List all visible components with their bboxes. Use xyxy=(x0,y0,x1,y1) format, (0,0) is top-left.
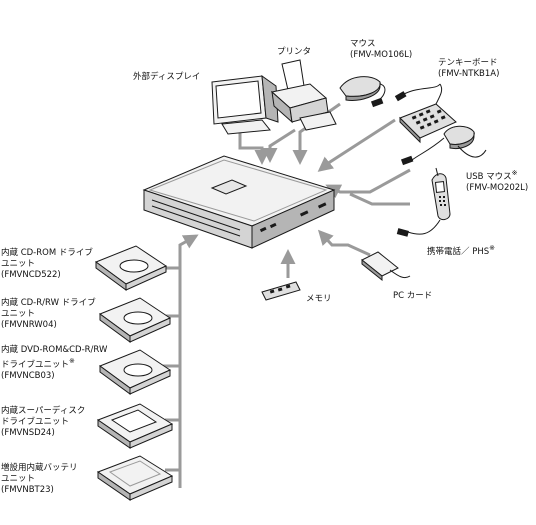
mouse-name-text: マウス xyxy=(350,39,376,49)
connector-phone-branch xyxy=(349,192,410,206)
drive-battery-line2: ユニット xyxy=(1,474,36,484)
external-display-icon xyxy=(211,74,279,135)
drive-cdrom-line2: ユニット xyxy=(1,259,36,269)
drive-dvd-line3: (FMVNCB03) xyxy=(1,370,55,381)
mouse-icon xyxy=(339,76,386,108)
drive-battery-line1: 増設用内蔵バッテリ xyxy=(1,463,78,473)
drive-cdrw-line1: 内蔵 CD-R/RW ドライブ xyxy=(1,298,96,308)
drive-superdisk-line2: ドライブユニット xyxy=(1,417,70,427)
phone-line: 携帯電話／ PHS※ xyxy=(427,243,495,258)
pc-card-icon xyxy=(361,251,411,282)
label-tenkey: テンキーボード (FMV-NTKB1A) xyxy=(438,58,499,80)
drive-cdrw-line3: (FMVNRW04) xyxy=(1,320,57,330)
label-phone: 携帯電話／ PHS※ xyxy=(427,243,495,258)
connector-tenkey xyxy=(317,118,396,172)
connector-usb-phone xyxy=(325,168,411,199)
label-drive-cdrw: 内蔵 CD-R/RW ドライブ ユニット (FMVNRW04) xyxy=(1,298,96,331)
usb-mouse-model-text: (FMV-MO202L) xyxy=(466,182,529,193)
drive-battery-line3: (FMVNBT23) xyxy=(1,485,54,495)
drive-unit-cdrom xyxy=(94,245,168,291)
connector-printer xyxy=(262,128,296,163)
drive-unit-dvd xyxy=(98,349,172,395)
memory-icon xyxy=(261,281,301,301)
drive-cdrw-line2: ユニット xyxy=(1,309,36,319)
drive-dvd-line2-wrap: ドライブユニット※ xyxy=(1,356,107,371)
drive-unit-cdrw xyxy=(98,297,172,343)
phone-icon xyxy=(396,167,451,237)
drive-dvd-line1: 内蔵 DVD-ROM&CD-R/RW xyxy=(1,345,108,355)
drive-superdisk-line3: (FMVNSD24) xyxy=(1,428,55,438)
printer-text: プリンタ xyxy=(277,47,312,57)
drive-unit-superdisk xyxy=(96,403,174,449)
label-drive-superdisk: 内蔵スーパーディスク ドライブユニット (FMVNSD24) xyxy=(1,406,85,439)
connector-lines xyxy=(155,102,411,488)
label-external-display: 外部ディスプレイ xyxy=(133,72,200,83)
usb-mouse-name-text: USB マウス xyxy=(466,171,512,182)
label-pc-card: PC カード xyxy=(393,291,432,302)
drive-superdisk-line1: 内蔵スーパーディスク xyxy=(1,406,86,416)
tenkey-name-text: テンキーボード xyxy=(438,58,498,68)
drive-cdrom-line1: 内蔵 CD-ROM ドライブ xyxy=(1,248,93,258)
external-display-text: 外部ディスプレイ xyxy=(133,72,201,82)
memory-text: メモリ xyxy=(306,294,332,304)
drive-unit-battery xyxy=(96,455,174,501)
label-usb-mouse: USB マウス※ (FMV-MO202L) xyxy=(466,168,528,194)
drive-dvd-line2: ドライブユニット xyxy=(1,359,70,370)
laptop-icon xyxy=(142,155,336,249)
pc-card-text: PC カード xyxy=(393,291,433,301)
tenkey-model-text: (FMV-NTKB1A) xyxy=(438,69,500,79)
phone-note-mark: ※ xyxy=(489,244,495,252)
label-drive-battery: 増設用内蔵バッテリ ユニット (FMVNBT23) xyxy=(1,463,78,496)
drive-dvd-note-mark: ※ xyxy=(69,357,75,365)
label-mouse: マウス (FMV-MO106L) xyxy=(350,39,412,61)
usb-mouse-icon xyxy=(400,125,487,166)
label-printer: プリンタ xyxy=(277,47,311,58)
connector-drive-trunk xyxy=(178,234,199,488)
printer-icon xyxy=(270,59,337,131)
drive-cdrom-line3: (FMVNCD522) xyxy=(1,270,61,280)
connector-pc-card xyxy=(317,229,371,257)
connector-display xyxy=(238,128,270,165)
mouse-model-text: (FMV-MO106L) xyxy=(350,50,413,60)
tenkey-icon xyxy=(394,83,457,144)
usb-mouse-note-mark: ※ xyxy=(511,169,518,177)
usb-mouse-name-line: USB マウス※ xyxy=(466,168,528,183)
phone-text: 携帯電話／ PHS xyxy=(427,246,490,257)
label-drive-dvd: 内蔵 DVD-ROM&CD-R/RW ドライブユニット※ (FMVNCB03) xyxy=(1,345,107,382)
label-drive-cdrom: 内蔵 CD-ROM ドライブ ユニット (FMVNCD522) xyxy=(1,248,93,281)
label-memory: メモリ xyxy=(306,294,332,305)
